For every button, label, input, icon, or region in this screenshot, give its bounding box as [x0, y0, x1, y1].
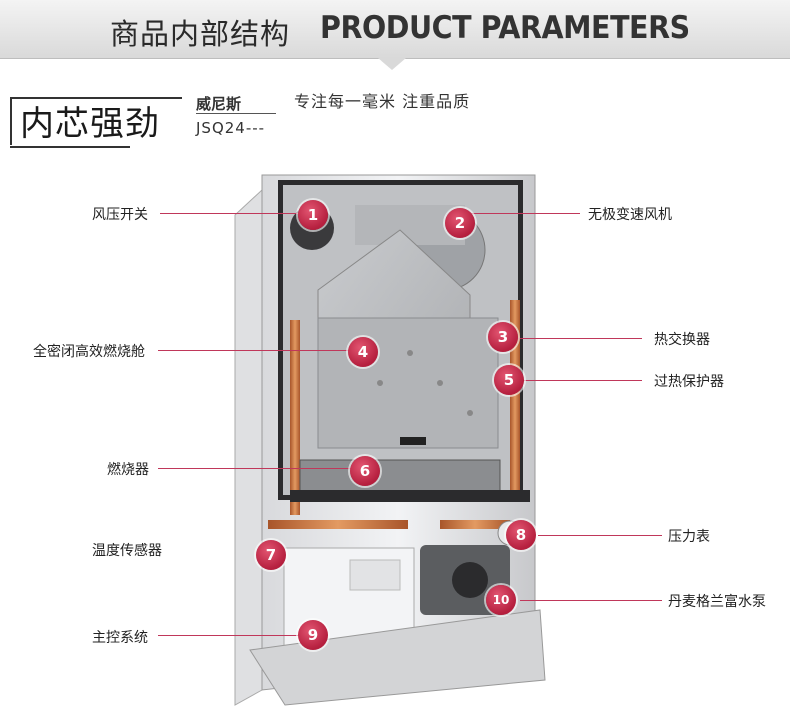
header-banner: 商品内部结构 PRODUCT PARAMETERS: [0, 0, 790, 59]
tagline: 专注每一毫米 注重品质: [294, 92, 471, 111]
badge-9: 9: [298, 620, 328, 650]
line-4: [158, 350, 350, 351]
slogan-frame: [10, 97, 182, 145]
brand-model: JSQ24---: [196, 119, 266, 137]
brand-name: 威尼斯: [196, 95, 242, 113]
brand-divider: [196, 113, 276, 114]
badge-6: 6: [350, 456, 380, 486]
line-3: [515, 338, 642, 339]
label-2: 无极变速风机: [588, 207, 672, 223]
badge-4: 4: [348, 337, 378, 367]
label-8: 压力表: [668, 529, 710, 545]
label-7: 温度传感器: [92, 543, 162, 559]
badge-10: 10: [486, 585, 516, 615]
line-8: [538, 535, 662, 536]
slogan-main: 内芯强劲: [20, 104, 160, 144]
label-5: 过热保护器: [654, 374, 724, 390]
label-3: 热交换器: [654, 332, 710, 348]
label-6: 燃烧器: [107, 462, 149, 478]
label-4: 全密闭高效燃烧舱: [33, 344, 145, 360]
slogan-frame-bottom: [10, 146, 130, 148]
label-10: 丹麦格兰富水泵: [668, 594, 766, 610]
badge-8: 8: [506, 520, 536, 550]
line-2: [470, 213, 580, 214]
banner-notch: [378, 58, 406, 70]
line-5: [520, 380, 642, 381]
line-1: [160, 213, 302, 214]
label-9: 主控系统: [92, 630, 148, 646]
header-title-en: PRODUCT PARAMETERS: [320, 10, 690, 46]
badge-5: 5: [494, 365, 524, 395]
line-9: [158, 635, 300, 636]
badge-3: 3: [488, 322, 518, 352]
line-6: [158, 468, 353, 469]
label-1: 风压开关: [92, 207, 148, 223]
header-title-cn: 商品内部结构: [110, 17, 291, 51]
badge-1: 1: [298, 200, 328, 230]
badge-2: 2: [445, 208, 475, 238]
line-10: [520, 600, 662, 601]
badge-7: 7: [256, 540, 286, 570]
